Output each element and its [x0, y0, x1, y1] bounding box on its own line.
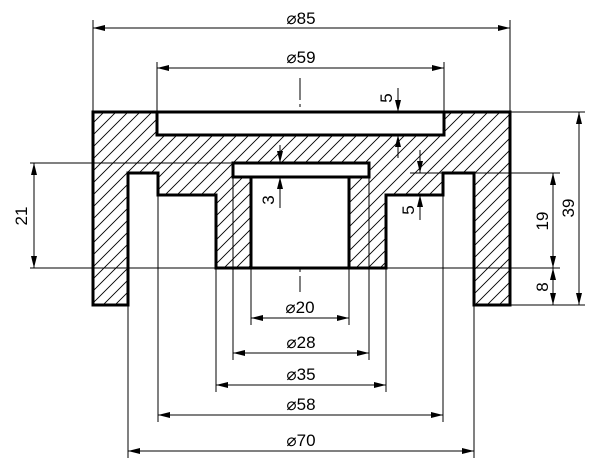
dim-h3: 3 [259, 195, 278, 204]
dim-d70: ⌀70 [286, 431, 315, 450]
central-bore [249, 175, 351, 270]
inner-slot [231, 161, 371, 179]
dim-h19: 19 [533, 212, 552, 231]
dim-d59: ⌀59 [286, 48, 315, 67]
dim-h5-right: 5 [399, 205, 418, 214]
dim-h5-top: 5 [377, 93, 396, 102]
dim-h39: 39 [559, 199, 578, 218]
dim-d58: ⌀58 [286, 395, 315, 414]
dim-h21: 21 [12, 207, 31, 226]
dim-d28: ⌀28 [286, 333, 315, 352]
dim-h8: 8 [533, 282, 552, 291]
extension-lines [30, 20, 585, 458]
dim-d35: ⌀35 [286, 365, 315, 384]
dim-d85: ⌀85 [286, 9, 315, 28]
dim-d20: ⌀20 [285, 298, 314, 317]
top-recess [155, 110, 446, 137]
